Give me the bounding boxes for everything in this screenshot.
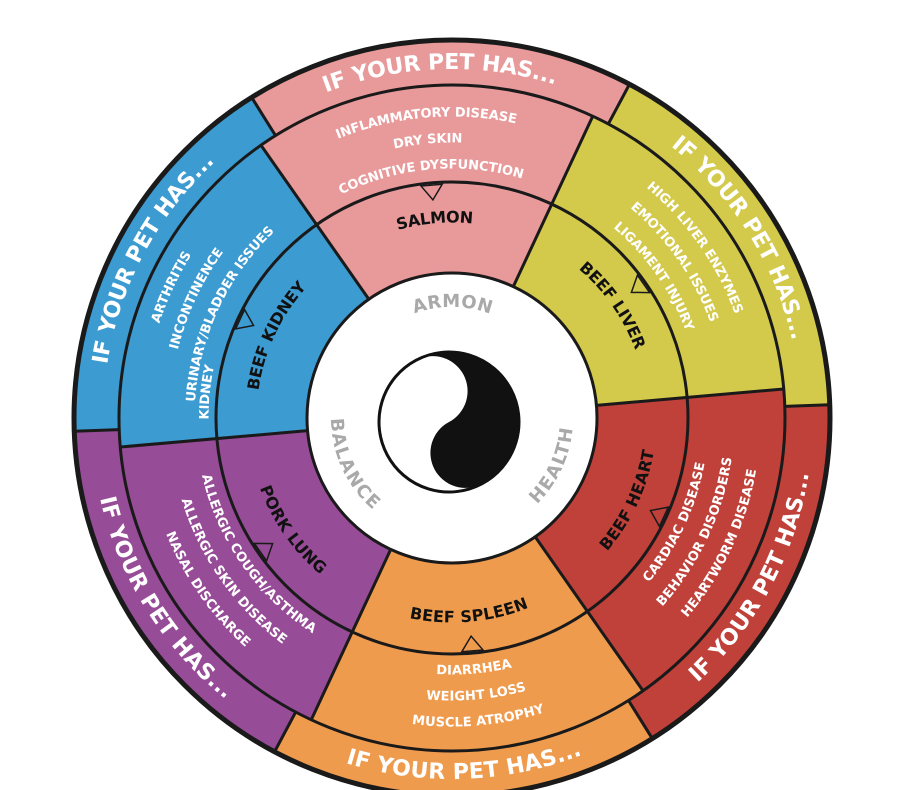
segment-divider <box>309 548 393 721</box>
pointer-triangle-icon <box>234 307 255 330</box>
band-divider <box>74 428 120 433</box>
beef-liver-segment <box>513 116 784 406</box>
beef-kidney-heading-band <box>74 97 276 432</box>
outer-rim <box>71 37 833 790</box>
band-divider <box>273 711 297 753</box>
band-divider <box>607 83 631 125</box>
beef-heart-segment <box>535 388 785 691</box>
yin-yang-icon <box>377 350 521 494</box>
band-divider <box>784 403 830 408</box>
beef-kidney-segment <box>119 145 369 448</box>
beef-spleen-heading-band <box>274 700 653 790</box>
beef-heart-heading-band <box>628 404 830 739</box>
pork-lung-heading-band <box>74 429 296 752</box>
segment-divider <box>120 429 308 449</box>
pointer-triangle-icon <box>419 183 444 202</box>
pointer-triangle-icon <box>630 273 652 294</box>
band-divider <box>250 96 277 137</box>
wheel-outlines <box>71 37 833 790</box>
organ-ring <box>214 180 690 656</box>
segment-divider <box>259 144 371 301</box>
beef-liver-heading-band <box>608 84 830 407</box>
pointer-triangle-icon <box>649 506 670 529</box>
pork-lung-segment <box>120 430 391 720</box>
heading-ring <box>117 83 787 753</box>
segment-divider <box>511 115 595 288</box>
band-divider <box>627 699 654 740</box>
pointer-triangle-icon <box>460 634 485 653</box>
salmon-heading-band <box>251 40 630 136</box>
segment-divider <box>533 535 645 692</box>
segment-divider <box>596 387 784 407</box>
pointer-triangle-icon <box>252 542 274 563</box>
